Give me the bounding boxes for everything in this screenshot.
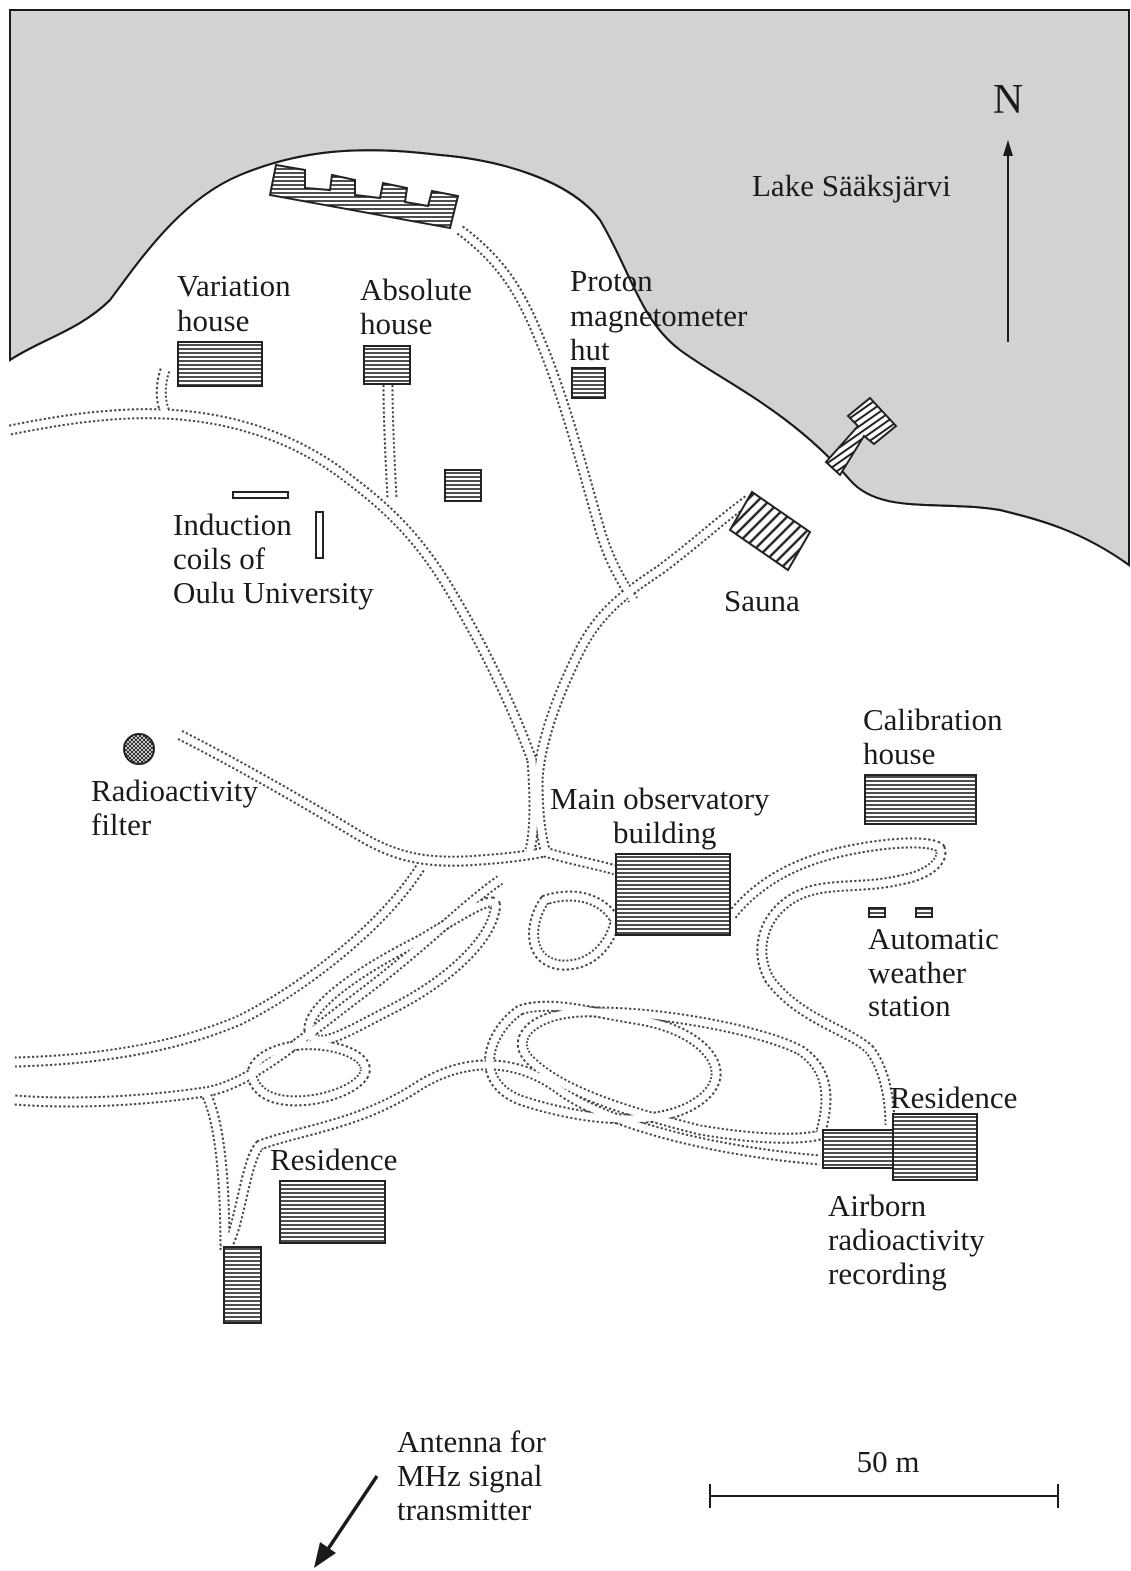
radioactivity-filter [123, 733, 155, 765]
calibration-house [864, 774, 977, 825]
proton-hut-label: Proton magnetometer hut [570, 263, 755, 367]
induction-coils-label: Induction coils of Oulu University [173, 507, 374, 610]
road-network [6, 225, 947, 1254]
lake-label: Lake Sääksjärvi [752, 168, 951, 203]
scale-bar [709, 1484, 1059, 1508]
shoreline-building [268, 163, 460, 230]
north-arrow-icon [1003, 140, 1013, 342]
radioactivity-filter-label: Radioactivity filter [91, 773, 266, 842]
main-building-label: Main observatory building [550, 781, 777, 850]
scale-bar-label: 50 m [857, 1444, 920, 1479]
weather-station-unit-2 [915, 907, 933, 918]
main-observatory-building [615, 853, 731, 936]
pier [824, 396, 898, 477]
north-label: N [993, 77, 1023, 123]
weather-station-label: Automatic weather station [868, 921, 1007, 1023]
sauna-label: Sauna [724, 583, 800, 618]
absolute-house [363, 345, 411, 385]
residence-west-label: Residence [270, 1142, 397, 1177]
airborn-label: Airborn radioactivity recording [828, 1188, 992, 1291]
weather-station-unit-1 [868, 907, 886, 918]
absolute-house-label: Absolute house [360, 272, 480, 341]
airborn-radioactivity-building [822, 1129, 896, 1169]
proton-magnetometer-hut [571, 367, 606, 399]
induction-coil-horizontal [232, 491, 289, 499]
antenna-label: Antenna for MHz signal transmitter [397, 1424, 554, 1527]
residence-east [892, 1113, 978, 1181]
shoreline [9, 149, 1130, 566]
induction-coil-vertical [315, 511, 324, 559]
residence-west [279, 1180, 386, 1244]
variation-house [177, 341, 263, 387]
calibration-house-label: Calibration house [863, 702, 1010, 771]
map-frame-edges [9, 9, 1130, 565]
antenna-direction-arrow-icon [314, 1475, 379, 1568]
sauna [728, 490, 812, 572]
unlabeled-hut [444, 469, 482, 502]
variation-house-label: Variation house [177, 268, 298, 338]
residence-west-annex [223, 1246, 262, 1324]
residence-east-label: Residence [890, 1080, 1017, 1115]
